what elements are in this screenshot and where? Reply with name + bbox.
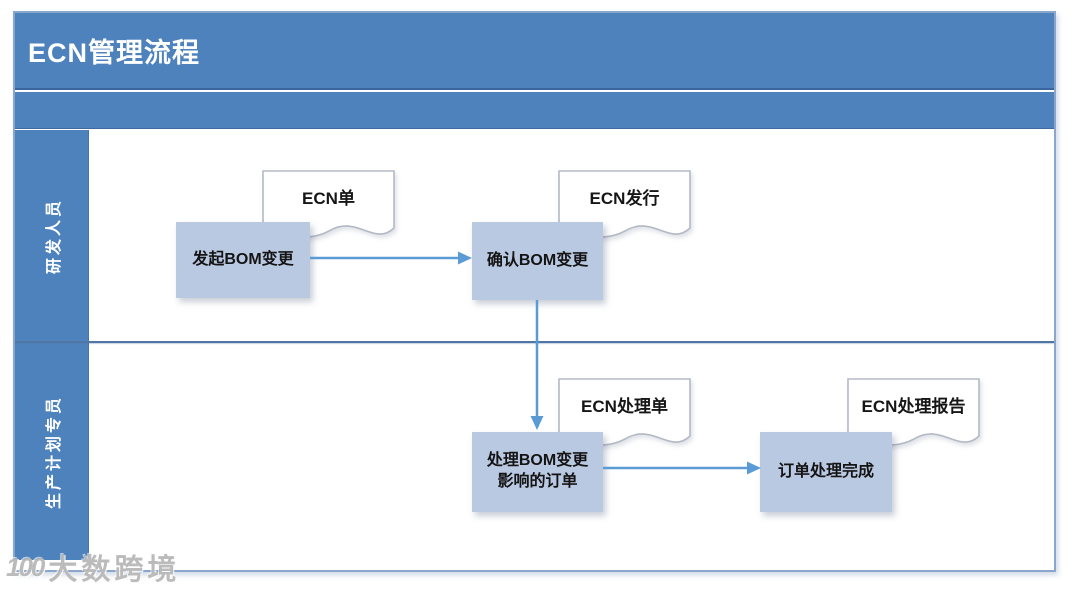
watermark: 100 大数跨境 bbox=[6, 546, 180, 588]
document-ecn-handling-report: ECN处理报告 bbox=[847, 378, 980, 456]
watermark-text: 大数跨境 bbox=[48, 554, 181, 586]
arrow-confirm-to-handle-icon bbox=[530, 300, 544, 430]
arrow-handle-to-done-icon bbox=[603, 461, 761, 475]
process-box-start-bom-change: 发起BOM变更 bbox=[176, 222, 310, 298]
process-box-confirm-bom-change: 确认BOM变更 bbox=[472, 222, 603, 300]
page-title: ECN管理流程 bbox=[28, 38, 201, 68]
header-sub-band bbox=[15, 92, 1054, 129]
document-label: ECN发行 bbox=[589, 189, 660, 208]
lane-label-rnd: 研发人员 bbox=[46, 197, 64, 274]
process-box-handle-affected-orders: 处理BOM变更 影响的订单 bbox=[472, 432, 603, 512]
title-band: ECN管理流程 bbox=[15, 13, 1054, 90]
watermark-logo-icon: 100 bbox=[6, 551, 45, 582]
arrow-start-to-confirm-icon bbox=[310, 251, 472, 265]
document-label: ECN处理报告 bbox=[861, 397, 966, 416]
lane-label-column bbox=[15, 130, 89, 560]
lane-production-planner: 生产计划专员 bbox=[15, 343, 89, 560]
process-box-order-processing-done: 订单处理完成 bbox=[760, 432, 892, 512]
document-label: ECN单 bbox=[302, 189, 355, 208]
lane-divider bbox=[15, 341, 1054, 343]
lane-label-planner: 生产计划专员 bbox=[46, 394, 64, 509]
document-label: ECN处理单 bbox=[581, 397, 668, 416]
lane-rnd-staff: 研发人员 bbox=[15, 130, 89, 341]
